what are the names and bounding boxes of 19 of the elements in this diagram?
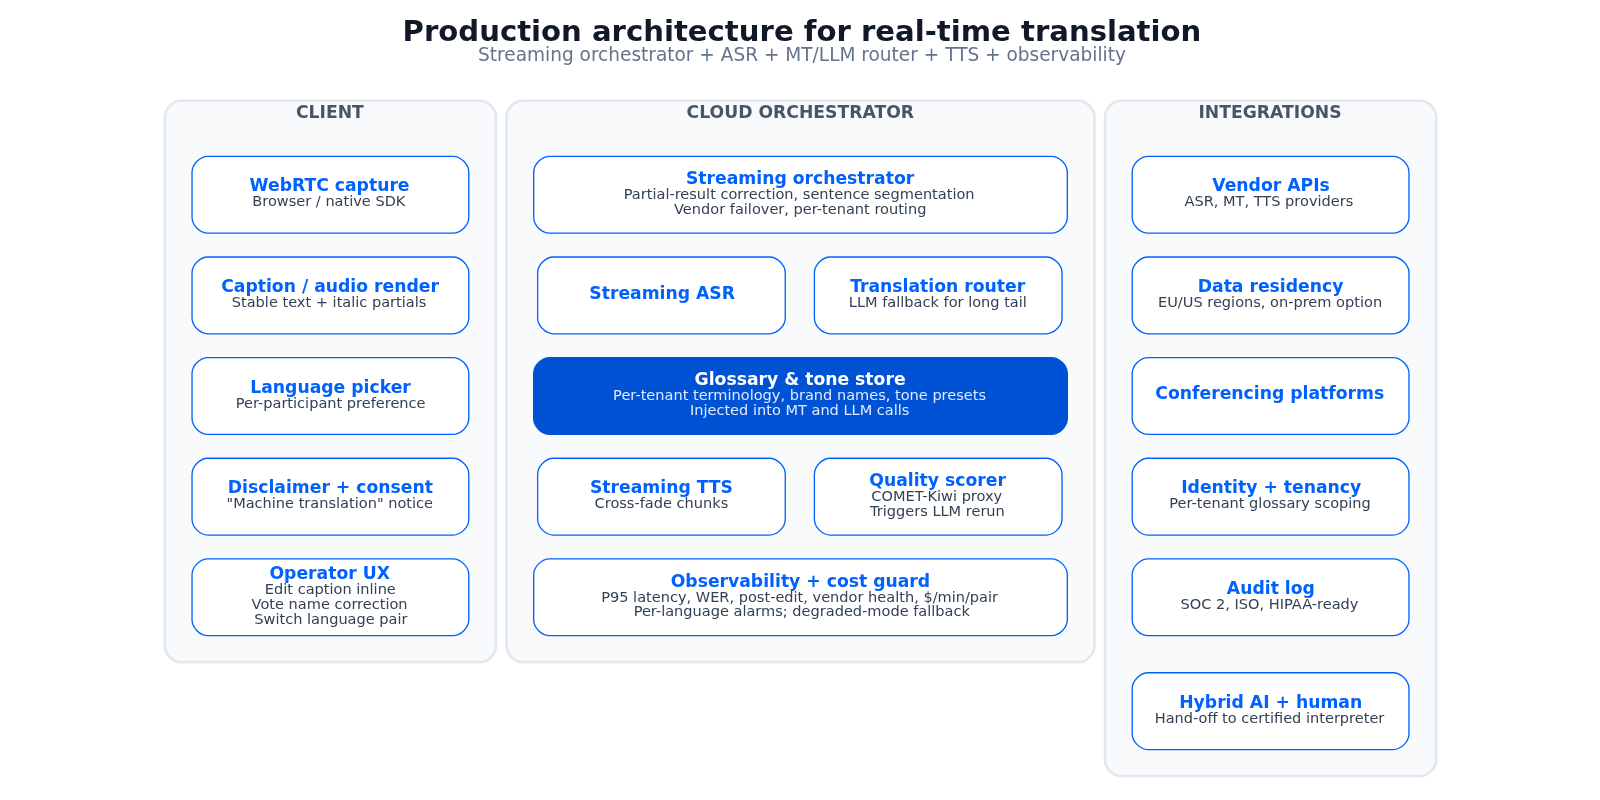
node-box: Operator UX Edit caption inline Vote name correction Switch language pair	[190, 558, 469, 637]
node-box: Hybrid AI + human Hand-off to certified interpreter	[1131, 672, 1410, 751]
node-box: Streaming ASR	[536, 256, 786, 335]
node-box: Conferencing platforms	[1131, 356, 1410, 436]
node-box: Audit log SOC 2, ISO, HIPAA-ready	[1131, 558, 1410, 637]
node-box: Glossary & tone store Per-tenant terminology, brand names, tone presets Injected into MT and LLM calls	[532, 356, 1068, 436]
node-box: Language picker Per-participant preference	[190, 356, 469, 436]
caption: Streaming orchestrator + ASR + MT/LLM router + TTS + observability	[477, 44, 1126, 66]
node-box: Translation router LLM fallback for long tail	[813, 256, 1063, 335]
node-box: Quality scorer COMET-Kiwi proxy Triggers LLM rerun	[813, 457, 1063, 536]
node-box: Caption / audio render Stable text + italic partials	[190, 256, 469, 335]
node-box: Identity + tenancy Per-tenant glossary scoping	[1131, 457, 1410, 536]
node-box: Vendor APIs ASR, MT, TTS providers	[1131, 155, 1410, 234]
node-box: Data residency EU/US regions, on-prem option	[1131, 256, 1410, 335]
node-box: WebRTC capture Browser / native SDK	[190, 155, 469, 234]
node-box: Observability + cost guard P95 latency, WER, post-edit, vendor health, $/min/pair Per-language alarms; degraded-mode fallback	[532, 558, 1068, 637]
node-box: Streaming orchestrator Partial-result correction, sentence segmentation Vendor failover, per-tenant routing	[532, 155, 1068, 234]
node-box: Streaming TTS Cross-fade chunks	[536, 457, 786, 536]
node-box: Disclaimer + consent "Machine translation" notice	[190, 457, 469, 536]
